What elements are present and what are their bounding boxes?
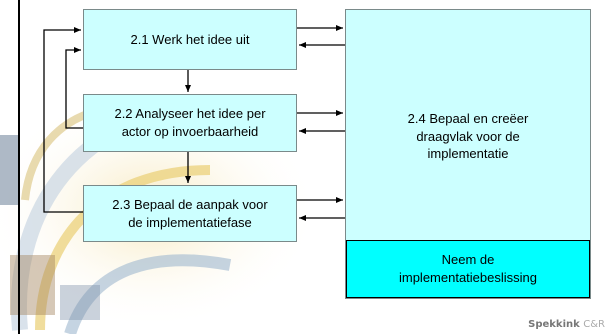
- step-2-1-box: 2.1 Werk het idee uit: [83, 9, 297, 70]
- step-2-3-box: 2.3 Bepaal de aanpak voor de implementat…: [83, 185, 297, 242]
- frame-line: [18, 0, 20, 334]
- step-2-2-box: 2.2 Analyseer het idee per actor op invo…: [83, 94, 297, 152]
- feedback-22-to-21: [65, 47, 84, 129]
- spekkink-logo: Spekkink C&R: [528, 319, 605, 330]
- step-2-4-label: 2.4 Bepaal en creëer draagvlak voor de i…: [407, 111, 529, 162]
- logo-suffix-text: C&R: [583, 319, 605, 330]
- decision-box: Neem de implementatiebeslissing: [346, 240, 590, 298]
- feedback-23-to-21: [43, 27, 84, 213]
- logo-main-text: Spekkink: [528, 319, 580, 330]
